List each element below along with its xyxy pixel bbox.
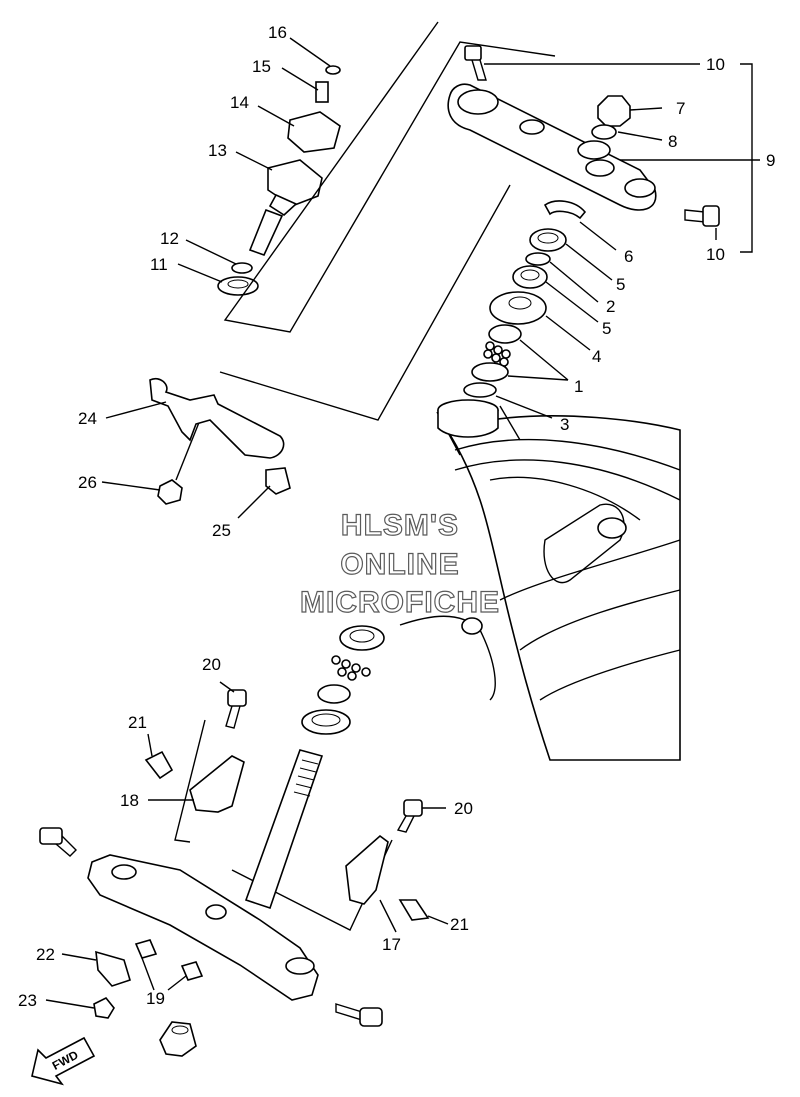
handlebar-holder-13 bbox=[248, 159, 323, 256]
bolt-lower-right bbox=[335, 1003, 383, 1027]
damper-22 bbox=[95, 950, 131, 987]
callout-25-visible: 25 bbox=[212, 521, 231, 540]
callout-7: 7 bbox=[676, 99, 685, 118]
washer-2 bbox=[525, 252, 551, 266]
dust-seal-4 bbox=[489, 291, 547, 325]
clip-21-right bbox=[398, 899, 430, 921]
bracket-17 bbox=[345, 834, 389, 905]
callout-22: 22 bbox=[36, 945, 55, 964]
callout-20-right: 20 bbox=[454, 799, 473, 818]
watermark: HLSM'S ONLINE MICROFICHE bbox=[299, 508, 500, 619]
washer-12 bbox=[231, 262, 253, 274]
clip-19 bbox=[134, 939, 204, 981]
bolt-10-top bbox=[464, 45, 487, 81]
cable-bracket-24 bbox=[149, 377, 285, 459]
bolt-10-right bbox=[684, 205, 720, 227]
ring-nut-5-lower bbox=[512, 265, 548, 289]
leader-lines bbox=[45, 37, 760, 1009]
lock-washer-6 bbox=[543, 200, 587, 220]
callout-19: 19 bbox=[146, 989, 165, 1008]
watermark-line-1: HLSM'S bbox=[341, 509, 459, 542]
callout-18: 18 bbox=[120, 791, 139, 810]
callout-11: 11 bbox=[150, 255, 168, 274]
cap-lower bbox=[159, 1021, 197, 1057]
callout-13: 13 bbox=[208, 141, 227, 160]
washer-8 bbox=[591, 124, 617, 140]
cap-nut-7 bbox=[597, 95, 631, 127]
callout-16: 16 bbox=[268, 23, 287, 42]
bolt-20-right bbox=[396, 799, 423, 833]
bolt-23 bbox=[93, 996, 115, 1019]
callout-26: 26 bbox=[78, 473, 97, 492]
bolt-20-left bbox=[225, 689, 247, 729]
damper-11 bbox=[217, 276, 259, 296]
steering-stem bbox=[244, 749, 324, 910]
bolt-15 bbox=[315, 81, 329, 103]
callout-10a: 10 bbox=[706, 55, 725, 74]
callout-23: 23 bbox=[18, 991, 37, 1010]
bolt-lower-left bbox=[39, 827, 77, 857]
callout-6: 6 bbox=[624, 247, 633, 266]
under-bracket bbox=[87, 854, 319, 1001]
frame-head-tube bbox=[399, 405, 681, 761]
callout-5-upper: 5 bbox=[616, 275, 625, 294]
fwd-arrow-icon: FWD bbox=[31, 1036, 96, 1086]
callout-12: 12 bbox=[160, 229, 179, 248]
bearing-1 bbox=[463, 324, 522, 398]
callout-24: 24 bbox=[78, 409, 97, 428]
nut-26 bbox=[157, 479, 183, 505]
callout-9: 9 bbox=[766, 151, 775, 170]
callout-3: 3 bbox=[560, 415, 569, 434]
callout-labels: 16 15 14 13 12 11 10 10 7 8 9 10 10 6 5 … bbox=[18, 23, 775, 1010]
ring-nut-5-upper bbox=[529, 228, 567, 252]
clip-21-left bbox=[144, 750, 174, 780]
callout-15: 15 bbox=[252, 57, 271, 76]
bracket-18 bbox=[189, 755, 245, 813]
cap-16 bbox=[325, 65, 341, 75]
watermark-line-3: MICROFICHE bbox=[300, 586, 500, 619]
callout-10-bottom: 10 bbox=[706, 245, 725, 264]
upper-holder-14 bbox=[287, 111, 341, 153]
callout-1: 1 bbox=[574, 377, 583, 396]
lower-bearing-parts bbox=[301, 625, 385, 735]
race-cup-top bbox=[437, 399, 499, 438]
callout-2: 2 bbox=[606, 297, 615, 316]
callout-14: 14 bbox=[230, 93, 249, 112]
upper-bracket bbox=[447, 83, 657, 211]
watermark-line-2: ONLINE bbox=[340, 548, 459, 581]
callout-21-left: 21 bbox=[128, 713, 147, 732]
callout-21-right: 21 bbox=[450, 915, 469, 934]
callout-20-left: 20 bbox=[202, 655, 221, 674]
callout-8: 8 bbox=[668, 132, 677, 151]
callout-5-second: 5 bbox=[602, 319, 611, 338]
callout-4: 4 bbox=[592, 347, 601, 366]
clip-25 bbox=[265, 467, 291, 495]
callout-17: 17 bbox=[382, 935, 401, 954]
